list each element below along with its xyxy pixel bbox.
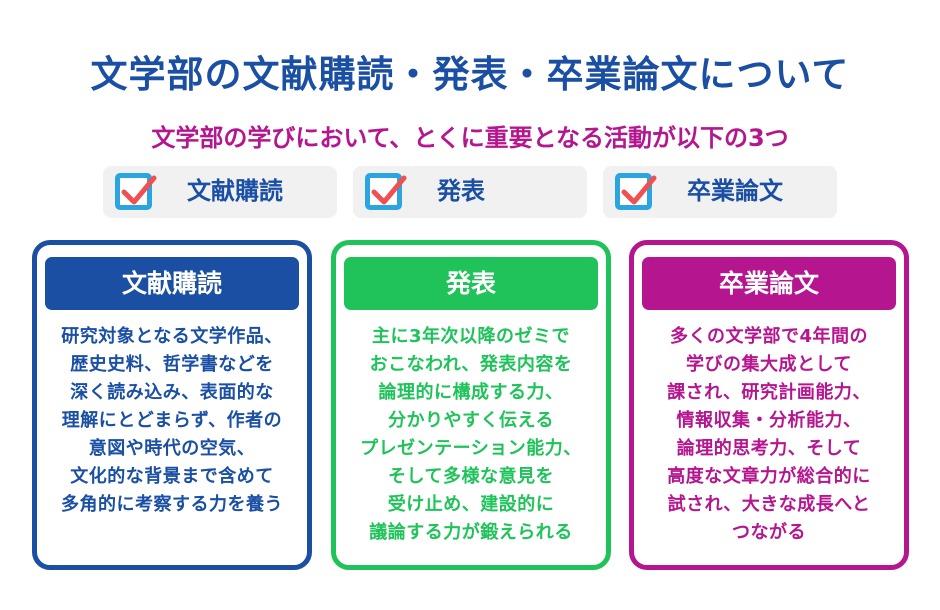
card-graduation-thesis: 卒業論文 多くの文学部で4年間の 学びの集大成として 課され、研究計画能力、 情… [629, 240, 909, 570]
checkbox-checked-icon [115, 173, 157, 210]
page-subtitle: 文学部の学びにおいて、とくに重要となる活動が以下の3つ [151, 124, 789, 152]
checkbox-checked-icon [615, 173, 657, 210]
card-description: 主に3年次以降のゼミで おこなわれ、発表内容を 論理的に構成する力、 分かりやす… [360, 326, 582, 543]
checklist-item-graduation-thesis: 卒業論文 [603, 166, 837, 218]
card-literature-reading: 文献購読 研究対象となる文学作品、 歴史史料、哲学書などを 深く読み込み、表面的… [32, 240, 312, 570]
card-description: 研究対象となる文学作品、 歴史史料、哲学書などを 深く読み込み、表面的な 理解に… [61, 326, 283, 515]
card-title: 文献購読 [45, 257, 299, 310]
page-title: 文学部の文献購読・発表・卒業論文について [90, 53, 850, 96]
checklist-label: 発表 [437, 177, 485, 205]
card-presentation: 発表 主に3年次以降のゼミで おこなわれ、発表内容を 論理的に構成する力、 分か… [331, 240, 611, 570]
checklist-item-presentation: 発表 [353, 166, 587, 218]
card-description: 多くの文学部で4年間の 学びの集大成として 課され、研究計画能力、 情報収集・分… [667, 326, 871, 543]
card-title: 発表 [344, 257, 598, 310]
checklist-item-literature-reading: 文献購読 [103, 166, 337, 218]
checklist-label: 文献購読 [187, 177, 283, 205]
card-title: 卒業論文 [642, 257, 896, 310]
checklist: 文献購読 発表 卒業論文 [0, 166, 940, 218]
checkbox-checked-icon [365, 173, 407, 210]
checklist-label: 卒業論文 [687, 177, 783, 205]
